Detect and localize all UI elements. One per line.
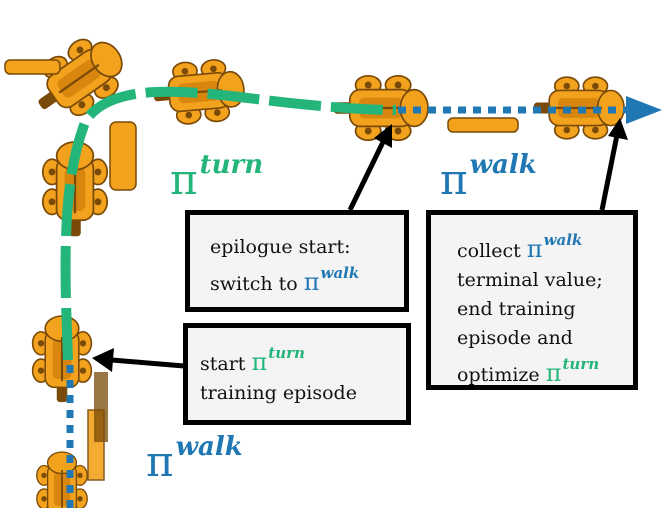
collect-line1: collect πwalk bbox=[457, 231, 583, 263]
robot-turning-1 bbox=[41, 121, 137, 238]
arrow-epilogue bbox=[347, 124, 392, 212]
pi-turn-inline: πturn bbox=[251, 344, 305, 376]
pi-turn-inline: πturn bbox=[545, 355, 600, 387]
start-line2: training episode bbox=[200, 382, 357, 404]
collect-line5: optimize πturn bbox=[457, 355, 600, 387]
callout-collect-terminal: collect πwalk terminal value; end traini… bbox=[426, 210, 638, 390]
epilogue-line2: switch to πwalk bbox=[210, 264, 360, 296]
quadruped-robot-icon bbox=[20, 24, 138, 134]
arrow-start bbox=[92, 348, 185, 372]
label-pi-walk-bottom: πwalk bbox=[146, 432, 243, 486]
robot-end bbox=[447, 76, 626, 140]
robot-turning-2 bbox=[4, 24, 138, 134]
collect-line4: episode and bbox=[457, 327, 573, 349]
label-pi-walk-top: πwalk bbox=[440, 150, 537, 204]
start-line1: start πturn bbox=[200, 344, 305, 376]
callout-start-episode: start πturn training episode bbox=[183, 323, 411, 425]
label-pi-turn: πturn bbox=[170, 150, 264, 204]
collect-line3: end training bbox=[457, 298, 576, 320]
collect-line2: terminal value; bbox=[457, 269, 603, 291]
pi-walk-inline: πwalk bbox=[303, 264, 360, 296]
epilogue-line1: epilogue start: bbox=[210, 236, 351, 258]
pi-walk-inline: πwalk bbox=[526, 231, 583, 263]
robot-start bbox=[31, 314, 108, 442]
arrow-collect bbox=[599, 118, 628, 211]
quadruped-robot-icon bbox=[35, 451, 89, 508]
turn-path bbox=[60, 86, 397, 361]
callout-epilogue-start: epilogue start: switch to πwalk bbox=[185, 210, 409, 312]
walk-arrowhead bbox=[626, 96, 662, 124]
